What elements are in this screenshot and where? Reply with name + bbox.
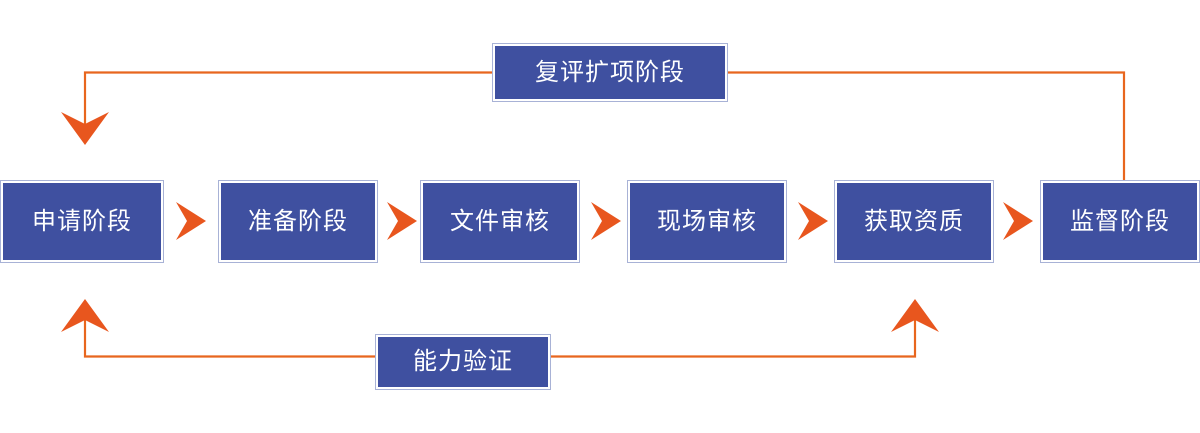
node-reassess-expand-stage[interactable]: 复评扩项阶段 [492, 43, 728, 102]
node-supervision-stage[interactable]: 监督阶段 [1040, 180, 1200, 263]
connector-supervise-to-reassess-right [728, 71, 1126, 185]
connector-reassess-to-apply-left [83, 71, 492, 126]
node-label: 监督阶段 [1070, 207, 1170, 235]
node-obtain-qualification[interactable]: 获取资质 [834, 180, 994, 263]
node-label: 现场审核 [657, 207, 757, 235]
chevron-right-icon-2 [385, 200, 419, 242]
node-label: 能力验证 [413, 348, 513, 375]
arrow-up-icon-right [891, 299, 939, 332]
arrow-up-icon-left [61, 299, 109, 332]
node-apply-stage[interactable]: 申请阶段 [0, 180, 164, 263]
node-document-review[interactable]: 文件审核 [420, 180, 580, 263]
chevron-right-icon-5 [1001, 200, 1035, 242]
connector-proficiency-to-obtain [551, 318, 917, 358]
chevron-right-icon-4 [796, 200, 830, 242]
connector-proficiency-to-apply [83, 318, 375, 358]
arrow-down-icon [61, 112, 109, 145]
node-proficiency-testing[interactable]: 能力验证 [375, 334, 551, 390]
node-label: 文件审核 [450, 207, 550, 235]
node-prepare-stage[interactable]: 准备阶段 [218, 180, 378, 263]
node-label: 复评扩项阶段 [535, 58, 685, 86]
node-site-audit[interactable]: 现场审核 [627, 180, 787, 263]
node-label: 申请阶段 [32, 207, 132, 235]
node-label: 获取资质 [864, 207, 964, 235]
chevron-right-icon-3 [589, 200, 623, 242]
node-label: 准备阶段 [248, 207, 348, 235]
chevron-right-icon-1 [174, 200, 208, 242]
